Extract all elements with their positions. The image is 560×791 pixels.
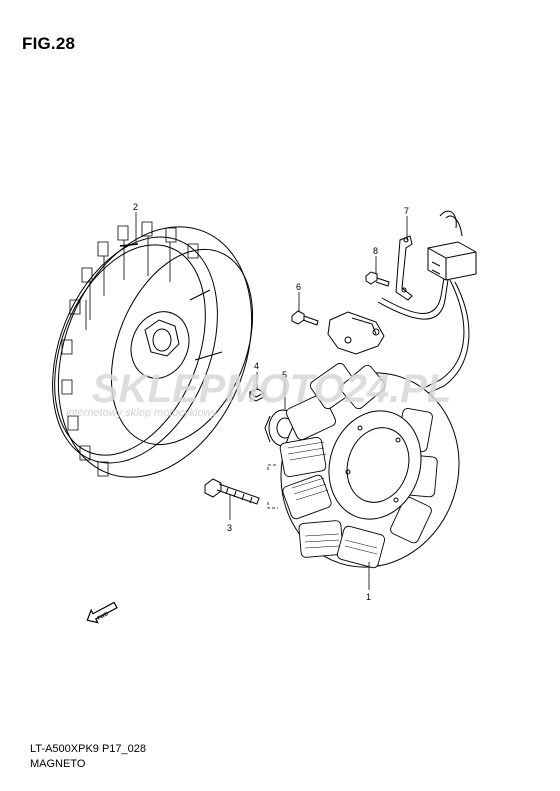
coupler-connector[interactable]: [427, 241, 477, 281]
part-label-2: 2: [133, 202, 138, 212]
watermark-brand: SKLEPMOTO24.PL: [92, 367, 451, 411]
screw-6[interactable]: [291, 310, 319, 326]
flywheel-rotor[interactable]: [21, 198, 287, 506]
screw-8[interactable]: [365, 271, 390, 287]
footer-model-code: LT-A500XPK9 P17_028: [30, 743, 146, 755]
fwd-label: FWD: [97, 611, 110, 622]
stator-bolt[interactable]: [204, 478, 260, 505]
part-label-1: 1: [366, 592, 371, 602]
part-label-3: 3: [227, 523, 232, 533]
stator-assembly[interactable]: [256, 350, 484, 591]
part-label-8: 8: [373, 246, 378, 256]
wire-clamp[interactable]: [395, 235, 413, 301]
watermark-tagline: internetowy sklep motocyklowy: [66, 407, 219, 419]
leader-lines: [135, 212, 408, 590]
figure-title: FIG.28: [22, 34, 76, 53]
watermark: SKLEPMOTO24.PL internetowy sklep motocyk…: [66, 367, 451, 419]
part-label-7: 7: [404, 206, 409, 216]
part-label-4: 4: [254, 361, 259, 371]
wiring-harness: [377, 210, 470, 405]
part-label-6: 6: [296, 282, 301, 292]
woodruff-key[interactable]: [249, 388, 265, 402]
fwd-arrow-icon: FWD: [86, 601, 118, 624]
footer-section-name: MAGNETO: [30, 758, 86, 770]
pickup-coil[interactable]: [327, 311, 385, 355]
part-label-5: 5: [282, 370, 287, 380]
part-labels: 2 3 4 5 6 7 8 1: [133, 202, 409, 602]
